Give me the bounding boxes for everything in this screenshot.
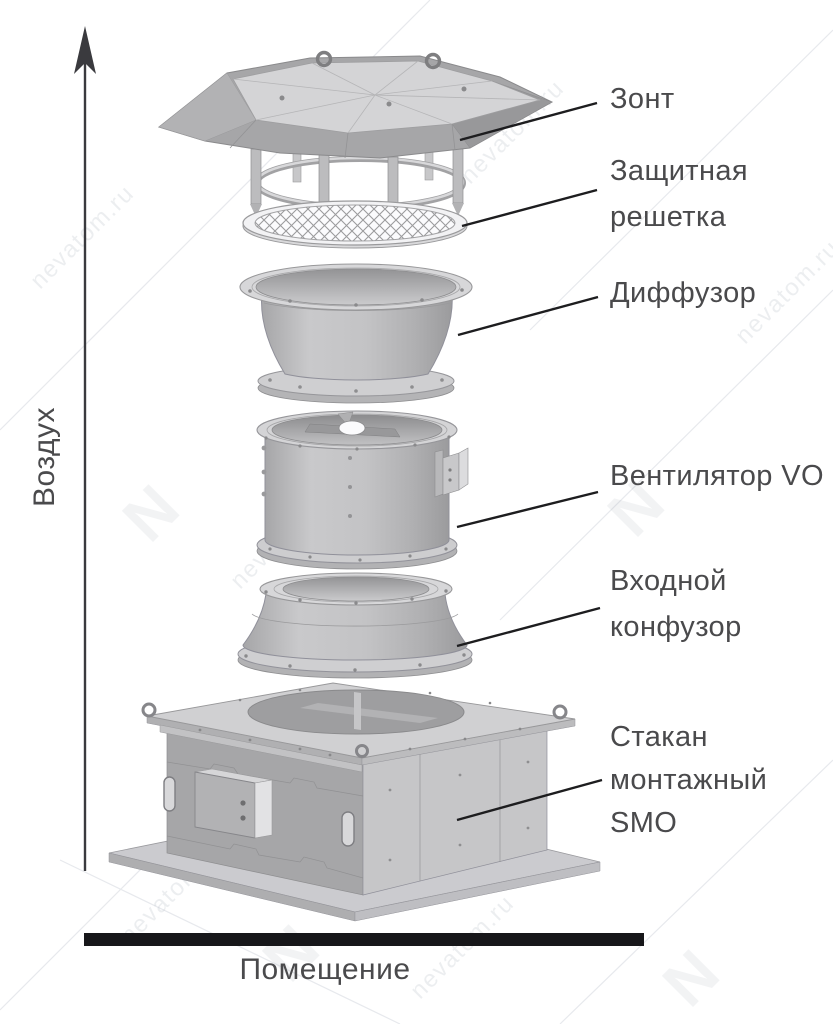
watermark-logo: N [109, 471, 193, 555]
cup-access-door [194, 768, 273, 839]
leader-fan [456, 490, 599, 529]
leader-grille [461, 188, 598, 228]
label-line: SMO [610, 807, 678, 839]
fan-part [256, 410, 469, 570]
label-line: Вентилятор VO [610, 460, 824, 492]
watermark-logo: N [649, 936, 733, 1020]
part-label-grille: Защитная решетка [610, 148, 748, 240]
leader-confuser [456, 606, 601, 648]
cup-eyelet-icon [141, 702, 568, 758]
label-line: монтажный [610, 764, 768, 796]
hood-part [157, 50, 554, 226]
label-line: решетка [610, 201, 727, 233]
part-label-confuser: Входной конфузор [610, 558, 742, 650]
leader-diffuser [457, 295, 599, 337]
label-line: Защитная [610, 155, 749, 187]
leader-lines [456, 101, 603, 822]
part-label-diffuser: Диффузор [610, 270, 756, 316]
room-axis-label: Помещение [239, 953, 411, 986]
label-line: Стакан [610, 721, 708, 753]
cup-slot-handle [341, 811, 355, 847]
fan-junction-box [434, 447, 469, 498]
grille-part [242, 200, 468, 249]
label-line: Входной [610, 565, 727, 597]
label-line: Зонт [610, 83, 675, 115]
part-label-hood: Зонт [610, 76, 675, 122]
air-axis-label: Воздух [28, 407, 61, 507]
leader-hood [459, 101, 598, 142]
part-label-mounting-cup: Стакан монтажный SMO [610, 716, 767, 845]
watermark-text: nevatom.ru [25, 180, 140, 295]
air-flow-arrow-icon [74, 26, 96, 871]
confuser-part [237, 572, 473, 679]
part-label-fan: Вентилятор VO [610, 453, 824, 499]
cup-slot-handle [163, 776, 176, 812]
leader-mounting-cup [456, 778, 603, 822]
room-boundary-bar [84, 933, 644, 946]
diffuser-part [239, 263, 473, 404]
mounting-cup-part [108, 682, 601, 922]
label-line: Диффузор [610, 277, 757, 309]
hood-eyelet-icon [315, 50, 442, 70]
label-line: конфузор [610, 611, 742, 643]
